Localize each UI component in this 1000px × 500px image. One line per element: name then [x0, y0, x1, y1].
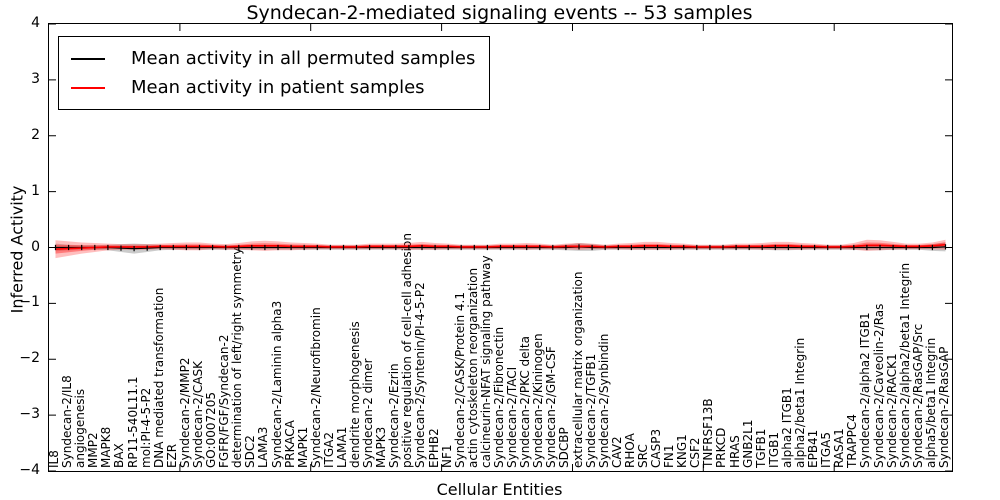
- chart-title: Syndecan-2-mediated signaling events -- …: [246, 2, 753, 24]
- legend-label-permuted: Mean activity in all permuted samples: [131, 48, 476, 69]
- y-tick-label: 3: [31, 70, 40, 87]
- legend-entry-permuted: Mean activity in all permuted samples: [71, 44, 475, 73]
- y-tick-label: −2: [19, 350, 40, 367]
- y-tick-label: −3: [19, 406, 40, 423]
- plot-area: Mean activity in all permuted samples Me…: [48, 23, 953, 472]
- y-tick-label: −4: [19, 462, 40, 478]
- legend-label-patient: Mean activity in patient samples: [131, 77, 425, 98]
- plot-canvas: [49, 24, 952, 471]
- y-tick-label: 0: [31, 238, 40, 255]
- legend: Mean activity in all permuted samples Me…: [58, 36, 491, 110]
- y-tick-label: −1: [19, 294, 40, 311]
- axis-ticks: [49, 24, 952, 471]
- y-tick-label: 1: [31, 182, 40, 199]
- legend-entry-patient: Mean activity in patient samples: [71, 73, 475, 102]
- y-tick-label: 2: [31, 126, 40, 143]
- legend-line-permuted-icon: [71, 57, 105, 60]
- y-tick-label: 4: [31, 15, 40, 31]
- x-axis-label: Cellular Entities: [436, 480, 563, 499]
- legend-line-patient-icon: [71, 86, 105, 89]
